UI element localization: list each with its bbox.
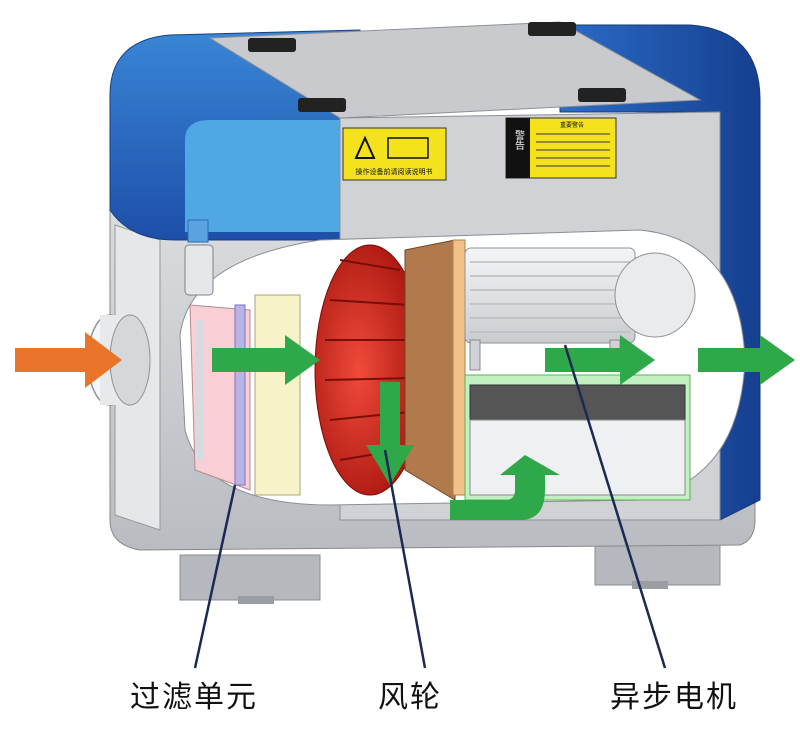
latch-hook [184,219,214,296]
lower-tray [464,374,691,501]
flow-arrow-down [366,382,414,485]
label-filter-unit: 过滤单元 [130,680,258,715]
flow-arrow-motor [545,335,655,385]
leader-motor [563,344,667,669]
mounting-feet [179,539,721,604]
leader-impeller [383,449,427,669]
motor-mount-plate [404,239,466,501]
inlet-arrow [15,332,122,388]
leader-filter-unit [193,484,237,669]
flow-arrow-curve [450,455,560,520]
async-motor [464,247,696,371]
outlet-arrow [698,335,795,385]
filter-unit [189,294,301,496]
warning-sign-title: 警告 [513,129,525,151]
flow-arrow-filter [212,335,320,385]
warning-sign: 警告 重要警告 [505,117,617,179]
warning-sign-header: 重要警告 [560,121,584,129]
label-async-motor: 异步电机 [610,680,738,715]
label-impeller: 风轮 [378,680,442,715]
leader-lines [193,344,667,669]
notice-sign-text: 操作设备前请阅读说明书 [356,167,433,176]
notice-sign: 操作设备前请阅读说明书 [342,127,447,181]
